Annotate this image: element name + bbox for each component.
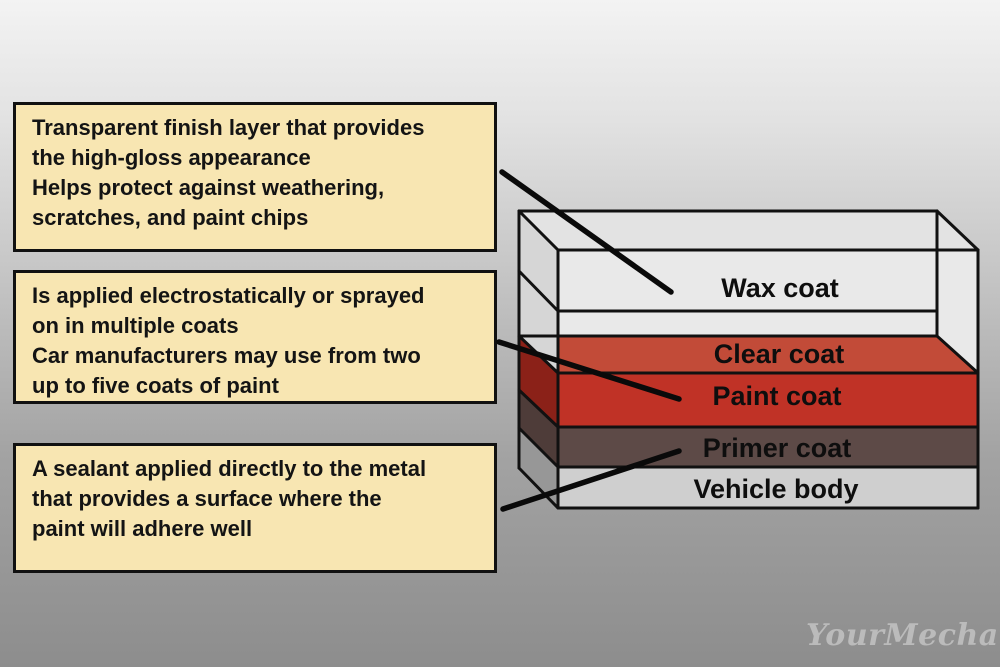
paint-left-side (519, 336, 558, 427)
primer-left-side (519, 390, 558, 467)
callout-line: scratches, and paint chips (32, 205, 309, 230)
callout-line: up to five coats of paint (32, 373, 279, 398)
body-left-side (519, 428, 558, 508)
connector-primer (500, 448, 682, 512)
connector-paint (496, 339, 682, 402)
layer-label-vehicle-body: Vehicle body (693, 474, 858, 504)
callout-connectors (496, 169, 682, 512)
vehicle-body-face (558, 467, 978, 508)
callout-line: A sealant applied directly to the metal (32, 456, 427, 481)
callout-line: the high-gloss appearance (32, 145, 311, 170)
layer-label-wax-coat: Wax coat (721, 273, 839, 303)
layer-label-clear-coat: Clear coat (714, 339, 845, 369)
callout-line: Car manufacturers may use from two (32, 343, 421, 368)
layer-label-paint-coat: Paint coat (712, 381, 841, 411)
clear-coat-face (519, 336, 978, 373)
callout-paint-coat: Is applied electrostatically or sprayed … (13, 270, 497, 404)
box-wireframe (517, 209, 980, 510)
yourmechanic-watermark: YourMechanic (806, 618, 1000, 653)
primer-coat-face (558, 427, 978, 467)
callout-line: Transparent finish layer that provides (32, 115, 425, 140)
callout-line: on in multiple coats (32, 313, 239, 338)
connector-wax (499, 169, 674, 295)
callout-line: Is applied electrostatically or sprayed (32, 283, 425, 308)
box-top-face (519, 211, 978, 250)
callout-line: Helps protect against weathering, (32, 175, 385, 200)
callout-line: that provides a surface where the (32, 486, 382, 511)
callout-wax-coat: Transparent finish layer that provides t… (13, 102, 497, 252)
callout-primer-coat: A sealant applied directly to the metal … (13, 443, 497, 573)
layer-label-primer-coat: Primer coat (703, 433, 852, 463)
callout-line: paint will adhere well (32, 516, 253, 541)
